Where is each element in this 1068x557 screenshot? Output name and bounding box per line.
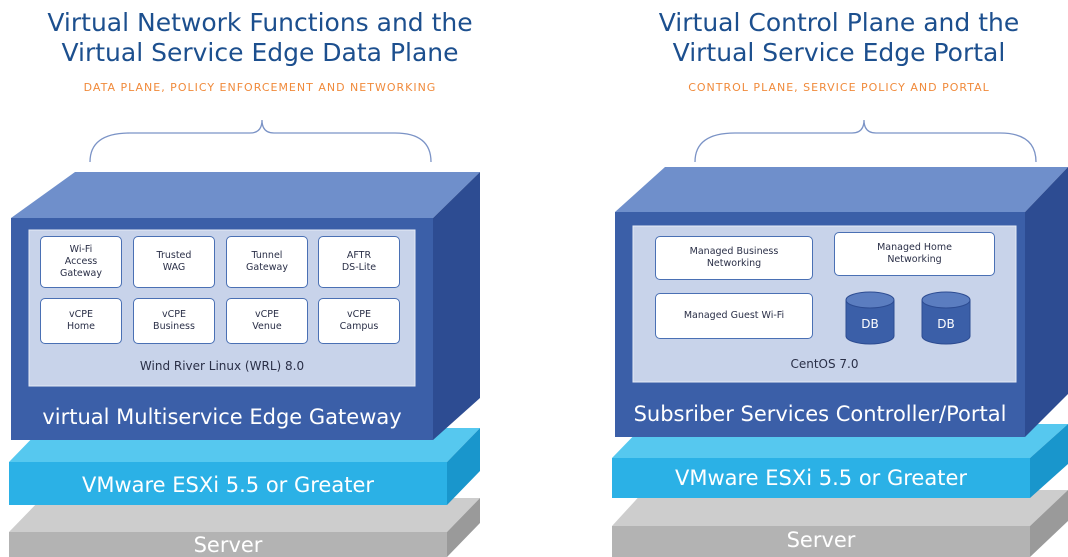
cell-trusted-wag: Trusted WAG (133, 236, 215, 288)
right-os-label: CentOS 7.0 (790, 357, 859, 371)
left-title-line1: Virtual Network Functions and the (47, 8, 473, 37)
cell-aftr-ds-lite: AFTR DS-Lite (318, 236, 400, 288)
left-os-label: Wind River Linux (WRL) 8.0 (139, 359, 305, 373)
left-box-label: virtual Multiservice Edge Gateway (42, 405, 402, 429)
right-title-line1: Virtual Control Plane and the (658, 8, 1020, 37)
db-cylinder-2 (921, 291, 971, 345)
left-brace (89, 119, 432, 163)
cell-managed-business-networking: Managed Business Networking (655, 236, 813, 280)
right-server-layer (612, 490, 1068, 557)
db-label-2: DB (937, 317, 955, 331)
db-cylinder-1 (845, 291, 895, 345)
left-server-label: Server (193, 533, 263, 557)
right-box-label: Subsriber Services Controller/Portal (633, 402, 1007, 426)
left-subtitle: DATA PLANE, POLICY ENFORCEMENT AND NETWO… (83, 81, 437, 94)
left-title-line2: Virtual Service Edge Data Plane (61, 38, 459, 67)
cell-wifi-access-gateway: Wi-Fi Access Gateway (40, 236, 122, 288)
right-server-label: Server (786, 528, 856, 552)
right-hypervisor-label: VMware ESXi 5.5 or Greater (674, 466, 968, 490)
right-title-line2: Virtual Service Edge Portal (672, 38, 1006, 67)
right-brace (694, 119, 1037, 163)
cell-managed-home-networking: Managed Home Networking (834, 232, 995, 276)
cell-vcpe-venue: vCPE Venue (226, 298, 308, 344)
right-subtitle: CONTROL PLANE, SERVICE POLICY AND PORTAL (688, 81, 990, 94)
cell-vcpe-business: vCPE Business (133, 298, 215, 344)
cell-vcpe-home: vCPE Home (40, 298, 122, 344)
left-hypervisor-label: VMware ESXi 5.5 or Greater (81, 473, 375, 497)
db-label-1: DB (861, 317, 879, 331)
cell-tunnel-gateway: Tunnel Gateway (226, 236, 308, 288)
cell-managed-guest-wifi: Managed Guest Wi-Fi (655, 293, 813, 339)
cell-vcpe-campus: vCPE Campus (318, 298, 400, 344)
left-server-layer (9, 498, 480, 557)
